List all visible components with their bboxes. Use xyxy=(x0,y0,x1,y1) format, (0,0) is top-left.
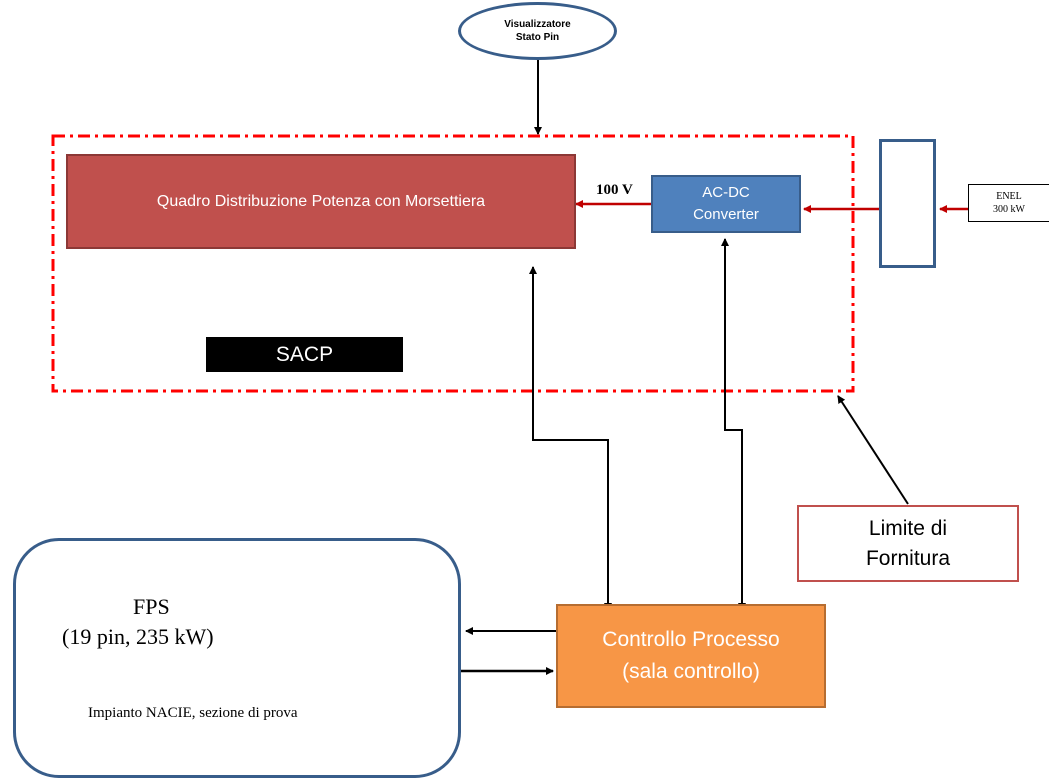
enel-line1: ENEL xyxy=(996,191,1022,202)
controllo-processo-node: Controllo Processo (sala controllo) xyxy=(556,604,826,708)
acdc-line2: Converter xyxy=(693,206,759,223)
enel-supply-node: ENEL 300 kW xyxy=(968,184,1049,222)
sacp-boundary xyxy=(51,134,855,393)
fps-detail: (19 pin, 235 kW) xyxy=(62,624,214,649)
limite-line2: Fornitura xyxy=(865,546,951,570)
controllo-converter-link xyxy=(721,238,746,611)
fps-node xyxy=(13,538,461,778)
controllo-line2: (sala controllo) xyxy=(622,660,760,683)
fps-title: FPS xyxy=(133,594,170,619)
acdc-line1: AC-DC xyxy=(702,184,750,201)
limite-line1: Limite di xyxy=(868,516,948,540)
limite-pointer-arrow xyxy=(837,395,909,505)
sacp-label: SACP xyxy=(206,337,403,372)
enel-line2: 300 kW xyxy=(993,204,1025,215)
visualizzatore-stato-pin-node: Visualizzatore Stato Pin xyxy=(458,2,617,60)
quadro-label: Quadro Distribuzione Potenza con Morsett… xyxy=(156,192,486,210)
visualizzatore-line2: Stato Pin xyxy=(515,32,560,43)
controllo-quadro-link xyxy=(529,266,612,611)
limite-di-fornitura-node: Limite di Fornitura xyxy=(797,505,1019,582)
voltage-label: 100 V xyxy=(596,182,633,198)
switch-box xyxy=(879,139,936,268)
fps-impianto-label: Impianto NACIE, sezione di prova xyxy=(88,705,298,721)
controllo-line1: Controllo Processo xyxy=(602,628,780,651)
quadro-distribuzione-node: Quadro Distribuzione Potenza con Morsett… xyxy=(66,154,576,249)
sacp-text: SACP xyxy=(275,342,334,366)
visualizzatore-line1: Visualizzatore xyxy=(504,19,571,30)
ac-dc-converter-node: AC-DC Converter xyxy=(651,175,801,233)
